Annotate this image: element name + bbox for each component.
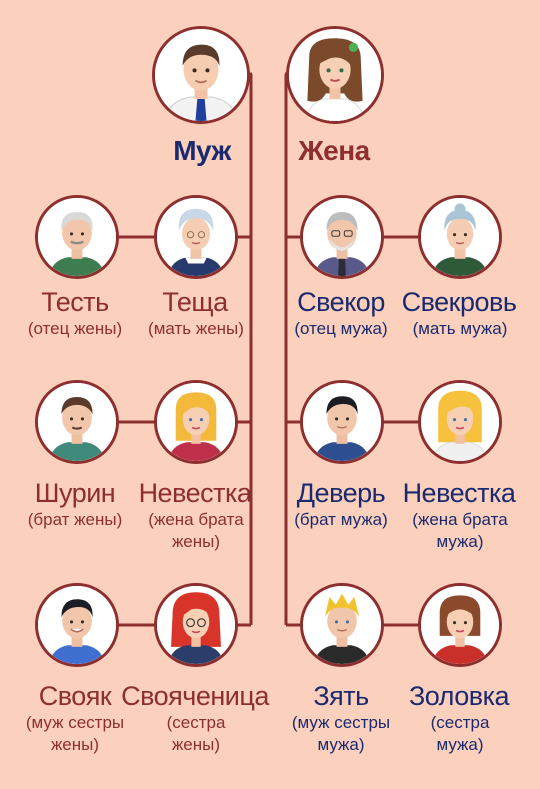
brother-in-law-portrait xyxy=(35,380,119,464)
mother-in-law-portrait-icon xyxy=(157,198,235,276)
svekor-portrait xyxy=(300,195,384,279)
svekrov-portrait xyxy=(418,195,502,279)
zyat-portrait-icon xyxy=(303,586,381,664)
relative-desc-zolovka-line1: (сестра xyxy=(430,713,490,732)
relative-desc-svekor: (отец мужа) xyxy=(294,319,388,338)
relative-name-zolovka: Золовка xyxy=(408,681,510,711)
relative-desc-dever: (брат мужа) xyxy=(294,510,388,529)
dever-portrait-icon xyxy=(303,383,381,461)
husband-portrait-icon xyxy=(155,29,247,121)
relative-name-svoyachenitsa: Свояченица xyxy=(121,681,269,711)
relative-name-mother-in-law: Теща xyxy=(162,287,228,317)
svoyachenitsa-portrait-icon xyxy=(157,586,235,664)
zolovka-portrait xyxy=(418,583,502,667)
zyat-portrait xyxy=(300,583,384,667)
sister-in-law-portrait-icon xyxy=(157,383,235,461)
svekor-portrait-icon xyxy=(303,198,381,276)
zolovka-portrait-icon xyxy=(421,586,499,664)
relative-desc-sister-in-law-line1: (жена брата xyxy=(148,510,244,529)
relative-name-father-in-law: Тесть xyxy=(41,287,109,317)
relative-desc-mother-in-law: (мать жены) xyxy=(148,319,244,338)
relative-desc-zyat-line2: мужа) xyxy=(317,735,365,754)
husband-portrait xyxy=(152,26,250,124)
relative-desc-father-in-law: (отец жены) xyxy=(27,319,123,338)
relative-desc-zyat-line1: (муж сестры xyxy=(291,713,391,732)
relative-desc-brother-in-law: (брат жены) xyxy=(27,510,123,529)
dever-portrait xyxy=(300,380,384,464)
wife-label: Жена xyxy=(298,135,370,166)
brother-in-law-portrait-icon xyxy=(38,383,116,461)
relative-name-svekor: Свекор xyxy=(297,287,385,317)
relative-name-nevestka: Невестка xyxy=(402,478,516,508)
relative-desc-nevestka-line2: мужа) xyxy=(436,532,484,551)
nevestka-portrait-icon xyxy=(421,383,499,461)
relative-name-brother-in-law: Шурин xyxy=(34,478,116,508)
svekrov-portrait-icon xyxy=(421,198,499,276)
father-in-law-portrait xyxy=(35,195,119,279)
sister-in-law-portrait xyxy=(154,380,238,464)
nevestka-portrait xyxy=(418,380,502,464)
mother-in-law-portrait xyxy=(154,195,238,279)
wife-portrait xyxy=(286,26,384,124)
svoyak-portrait xyxy=(35,583,119,667)
husband-label: Муж xyxy=(173,135,231,166)
relative-desc-svoyachenitsa-line1: (сестра xyxy=(166,713,226,732)
relative-desc-svoyak-line2: жены) xyxy=(50,735,100,754)
relative-name-svekrov: Свекровь xyxy=(401,287,517,317)
relative-desc-svoyachenitsa-line2: жены) xyxy=(171,735,221,754)
relative-desc-svekrov: (мать мужа) xyxy=(412,319,508,338)
relative-name-dever: Деверь xyxy=(296,478,386,508)
relative-desc-zolovka-line2: мужа) xyxy=(436,735,484,754)
father-in-law-portrait-icon xyxy=(38,198,116,276)
relative-name-sister-in-law: Невестка xyxy=(138,478,252,508)
relative-desc-nevestka-line1: (жена брата xyxy=(412,510,508,529)
svoyak-portrait-icon xyxy=(38,586,116,664)
relative-desc-svoyak-line1: (муж сестры xyxy=(25,713,125,732)
relative-name-zyat: Зять xyxy=(313,681,369,711)
relative-desc-sister-in-law-line2: жены) xyxy=(171,532,221,551)
wife-portrait-icon xyxy=(289,29,381,121)
relative-name-svoyak: Свояк xyxy=(38,681,112,711)
svoyachenitsa-portrait xyxy=(154,583,238,667)
